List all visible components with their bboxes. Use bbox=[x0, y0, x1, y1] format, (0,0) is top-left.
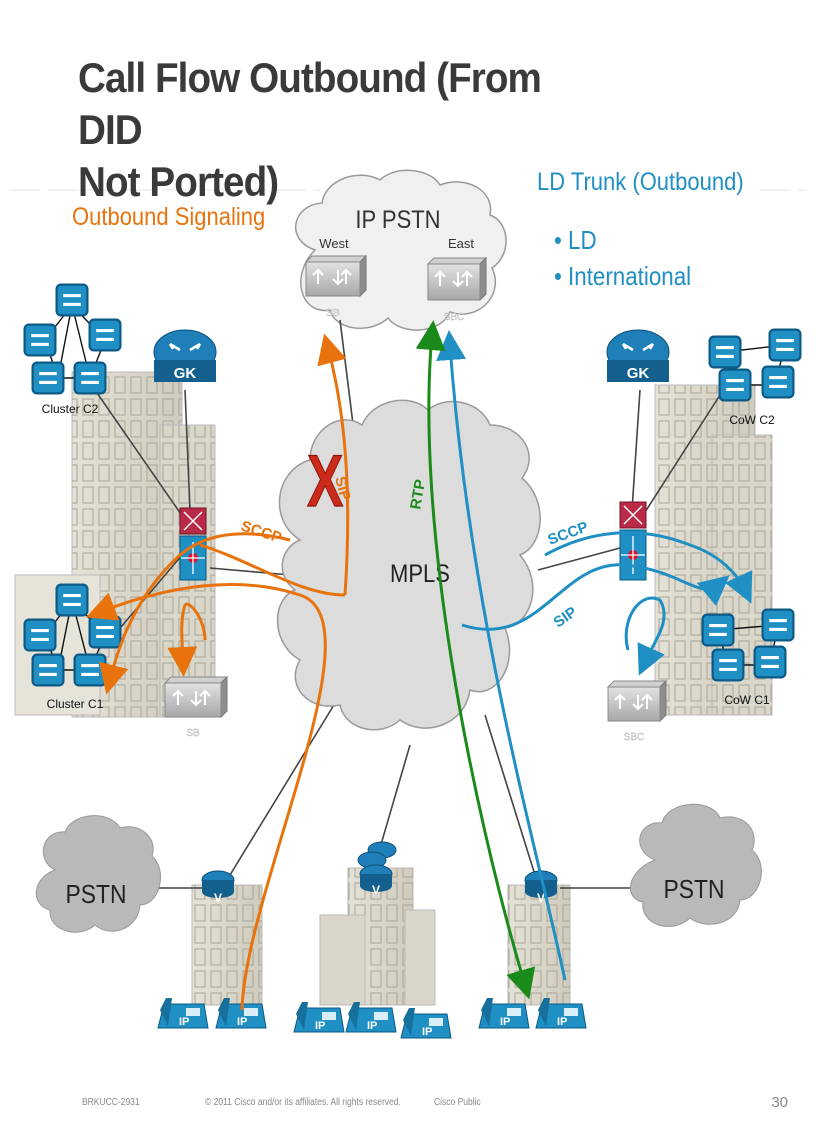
ip-phone-label: IP bbox=[557, 1016, 567, 1028]
gk-left-label: GK bbox=[174, 365, 197, 382]
sbc-right-icon: SBC bbox=[606, 679, 668, 743]
rtp-label: RTP bbox=[407, 478, 429, 510]
ip-phone-icon: IP bbox=[293, 1002, 345, 1033]
ip-phone-label: IP bbox=[500, 1016, 510, 1028]
bullet-ld: • LD bbox=[554, 225, 597, 255]
pstn-right-label: PSTN bbox=[664, 876, 725, 905]
blocked-x-mark: X bbox=[307, 439, 343, 522]
ip-phone-label: IP bbox=[367, 1020, 377, 1032]
east-label: East bbox=[448, 236, 474, 251]
gk-router-right: GK bbox=[606, 329, 670, 382]
cow-c1: CoW C1 bbox=[701, 608, 795, 707]
pstn-cloud-right: PSTN bbox=[629, 803, 762, 927]
ld-trunk-heading: LD Trunk (Outbound) bbox=[537, 168, 744, 196]
outbound-signaling-heading: Outbound Signaling bbox=[72, 203, 266, 231]
page-number: 30 bbox=[771, 1094, 788, 1111]
ip-phone-icon: IP bbox=[345, 1002, 397, 1033]
gk-router-left: GK bbox=[153, 329, 217, 382]
footer-classification: Cisco Public bbox=[434, 1097, 481, 1108]
pstn-cloud-left: PSTN bbox=[35, 815, 161, 933]
orange-signaling-flows bbox=[86, 333, 350, 1011]
ip-pstn-label: IP PSTN bbox=[355, 206, 440, 234]
v-center-label: V bbox=[372, 883, 380, 897]
cluster-c1: Cluster C1 bbox=[23, 583, 122, 711]
cow-c2: CoW C2 bbox=[708, 328, 802, 427]
cluster-c2-label: Cluster C2 bbox=[42, 402, 99, 416]
footer-copyright: © 2011 Cisco and/or its affiliates. All … bbox=[205, 1097, 401, 1108]
ip-phone-icon: IP bbox=[535, 998, 587, 1029]
bullet-ld-text: LD bbox=[568, 225, 597, 255]
ip-phone-label: IP bbox=[237, 1016, 247, 1028]
ip-phone-label: IP bbox=[179, 1016, 189, 1028]
sbc-east-label: SBC bbox=[444, 312, 465, 323]
ip-phone-icon: IP bbox=[478, 998, 530, 1029]
ip-phone-label: IP bbox=[422, 1026, 432, 1038]
bullet-international: • International bbox=[554, 261, 692, 291]
bullet-international-text: International bbox=[568, 261, 692, 291]
cow-c1-label: CoW C1 bbox=[724, 693, 770, 707]
v-left-label: V bbox=[214, 891, 222, 905]
footer-session-id: BRKUCC-2931 bbox=[82, 1097, 140, 1108]
green-rtp-flow bbox=[415, 320, 536, 1000]
core-switch-right bbox=[619, 501, 647, 581]
ip-phone-icon: IP bbox=[157, 998, 209, 1029]
sbc-right-label: SBC bbox=[624, 732, 645, 743]
slide-title: Call Flow Outbound (From DID Not Ported) bbox=[78, 52, 593, 208]
ip-phone-icon: IP bbox=[400, 1008, 452, 1039]
v-right-label: V bbox=[537, 891, 545, 905]
core-switch-left bbox=[179, 507, 207, 581]
voice-router-center: V bbox=[357, 841, 397, 897]
pstn-left-label: PSTN bbox=[66, 881, 127, 910]
title-line-2: Not Ported) bbox=[78, 158, 279, 206]
sccp-left-label: SCCP bbox=[239, 518, 284, 547]
ip-phones: IP IP IP IP IP IP IP bbox=[157, 998, 587, 1039]
sb-left-label: SB bbox=[186, 728, 200, 739]
sip-blue-label: SIP bbox=[551, 603, 581, 631]
sbc-east-icon: SBC bbox=[426, 256, 488, 323]
ip-phone-icon: IP bbox=[215, 998, 267, 1029]
sb-west-label: SB bbox=[326, 308, 340, 319]
sb-left-icon: SB bbox=[163, 675, 229, 739]
west-label: West bbox=[319, 236, 349, 251]
voice-router-left: V bbox=[201, 870, 235, 905]
branch-buildings bbox=[191, 867, 571, 1006]
gk-right-label: GK bbox=[627, 365, 650, 382]
sip-orange-label: SIP bbox=[331, 475, 354, 503]
cluster-c1-label: Cluster C1 bbox=[47, 697, 104, 711]
ip-phone-label: IP bbox=[315, 1020, 325, 1032]
cow-c2-label: CoW C2 bbox=[729, 413, 775, 427]
title-line-1: Call Flow Outbound (From DID bbox=[78, 54, 542, 154]
cluster-c2: Cluster C2 bbox=[23, 283, 122, 416]
sb-west-icon: SB bbox=[304, 254, 368, 319]
